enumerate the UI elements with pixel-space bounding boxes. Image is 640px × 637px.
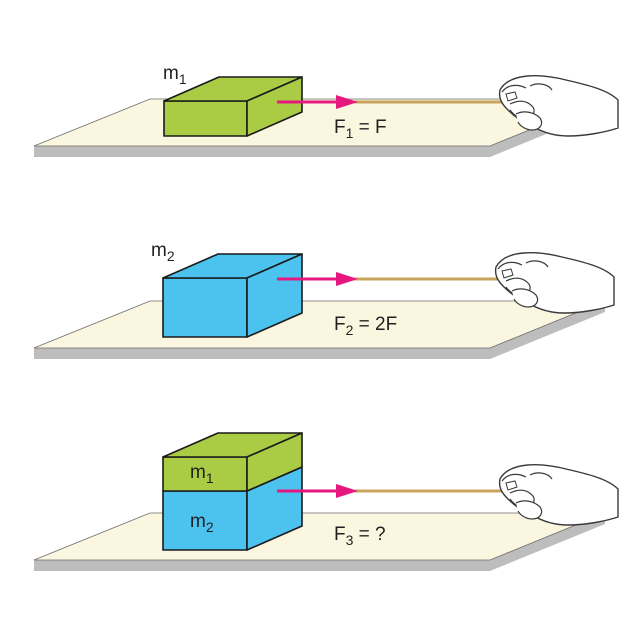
block-m2 [162, 253, 303, 338]
block-side-face [246, 432, 303, 492]
force-arrow [277, 272, 358, 286]
arrow-right-icon [336, 95, 358, 109]
force-label-f2: F2 = 2F [334, 314, 397, 338]
force-label-f3: F3 = ? [334, 524, 386, 548]
panel-2: m2 F2 = 2F [33, 240, 615, 359]
block-m1 [163, 76, 303, 137]
block-m2 [162, 466, 303, 551]
force-label-f1: F1 = F [334, 117, 387, 141]
arrow-right-icon [336, 484, 358, 498]
panel-1: m1 F1 = F [33, 63, 619, 157]
panel-3: m1 m2 F3 = ? [33, 432, 619, 571]
force-arrow [277, 484, 358, 498]
arrow-right-icon [336, 272, 358, 286]
block-label-m2: m2 [190, 511, 214, 535]
block-side-face [246, 253, 303, 338]
force-arrow [277, 95, 358, 109]
block-front-face [162, 277, 248, 338]
block-label-m2: m2 [151, 240, 175, 264]
block-side-face [246, 76, 303, 137]
block-m1 [162, 432, 303, 492]
block-front-face [163, 100, 248, 137]
block-label-m1: m1 [163, 63, 187, 87]
block-label-m1: m1 [190, 462, 214, 486]
